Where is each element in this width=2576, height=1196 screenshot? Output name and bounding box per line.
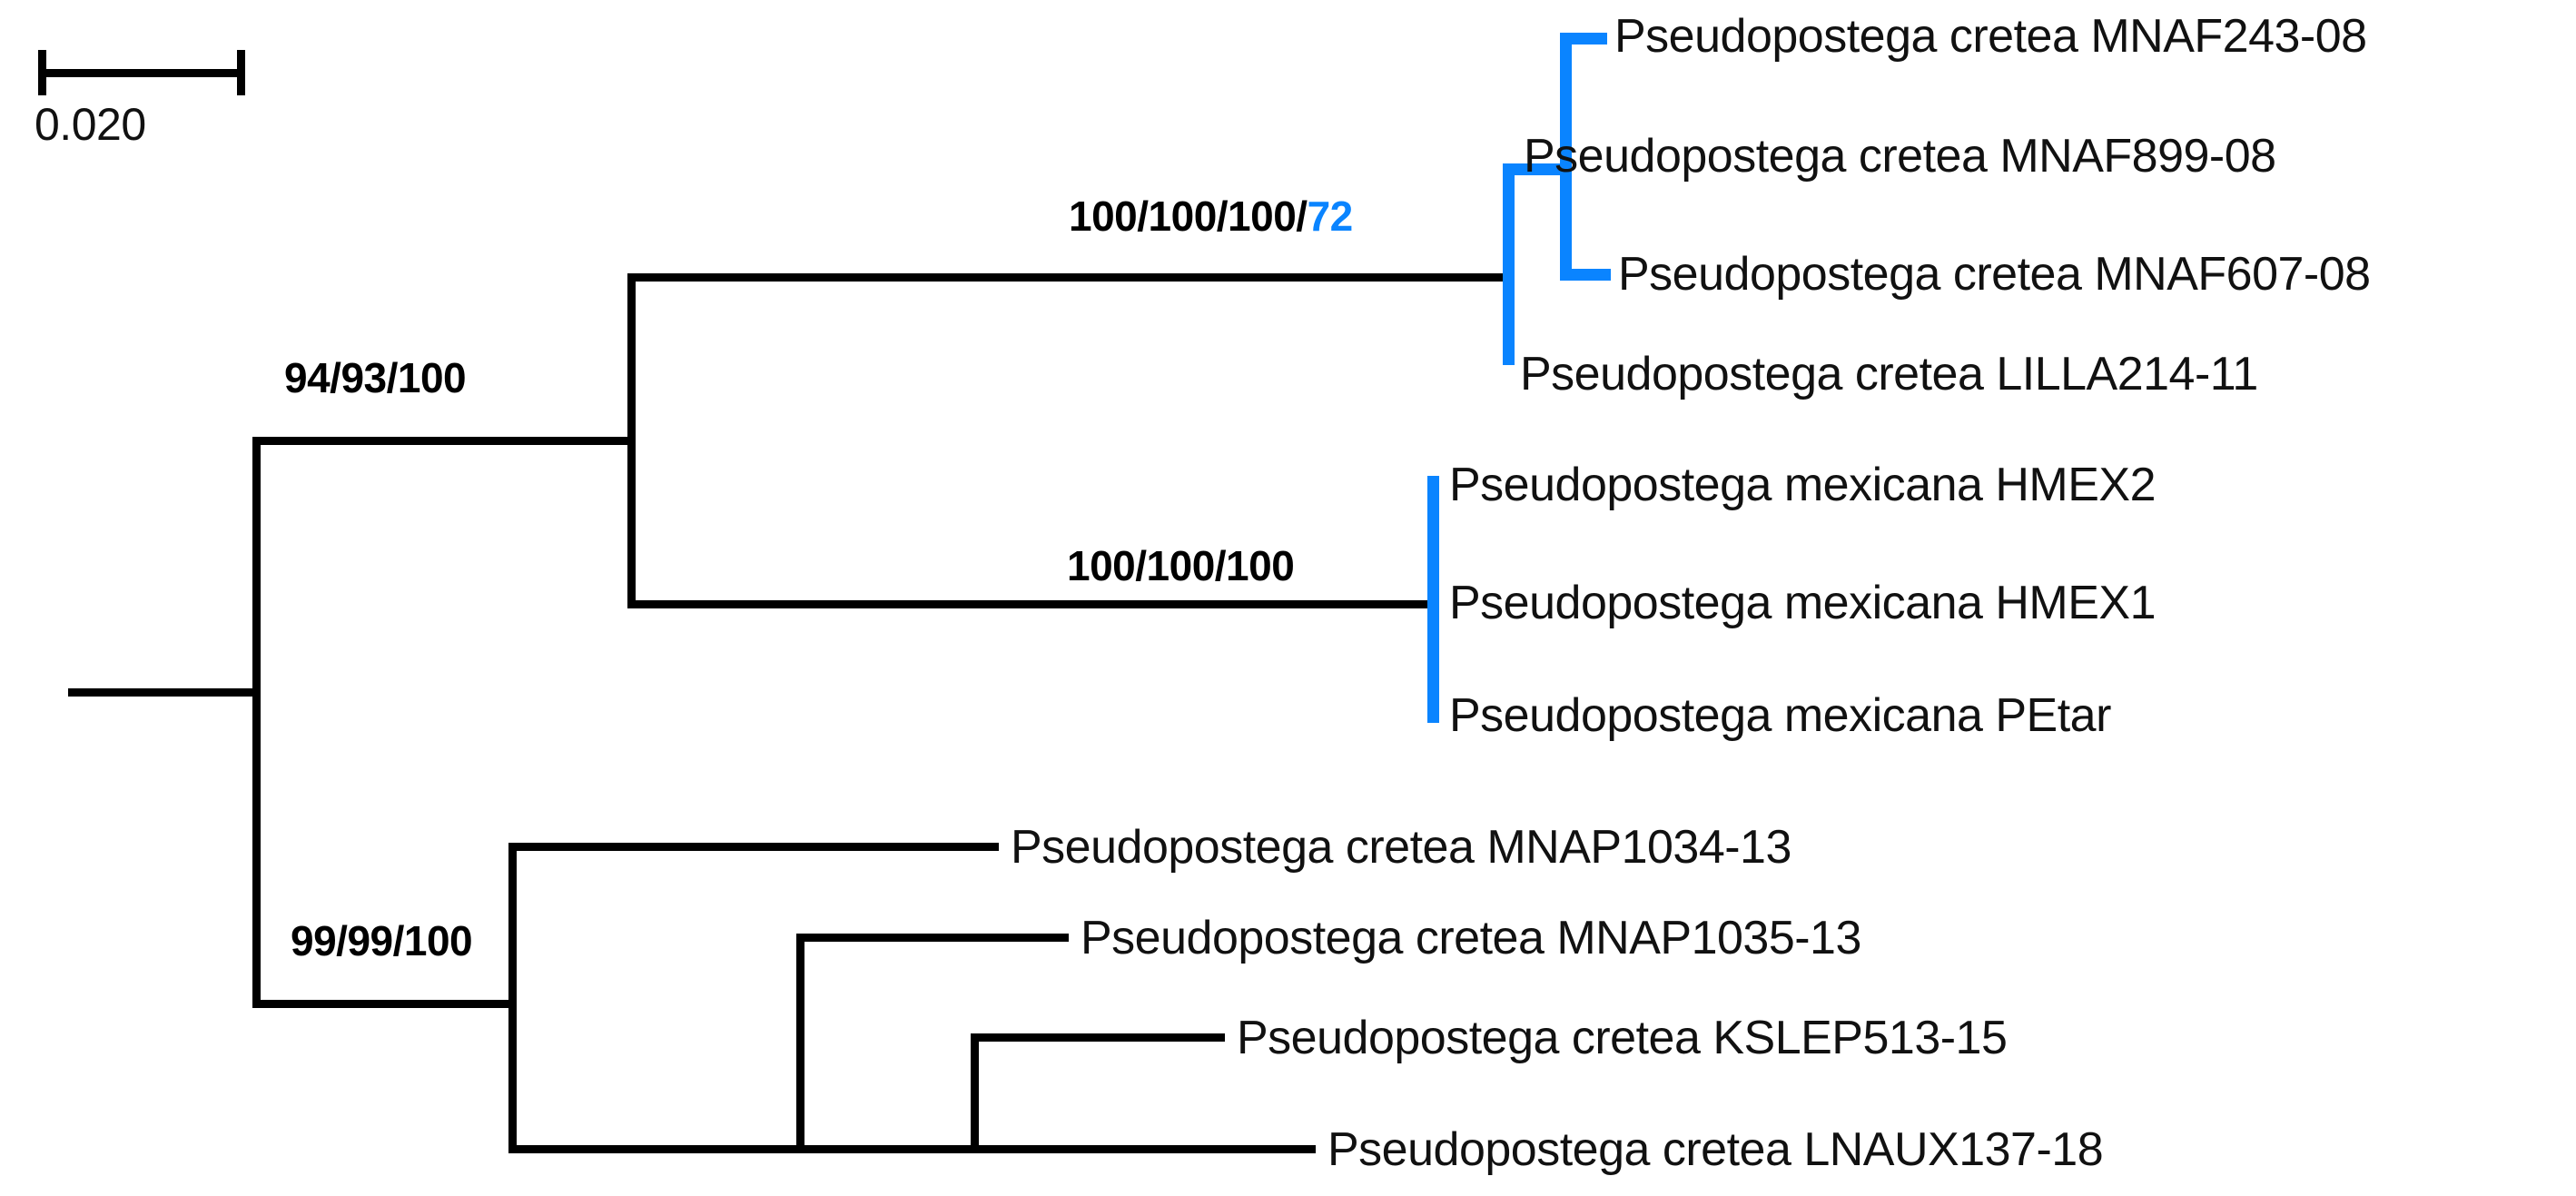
support-text-black: 100/100/100 — [1067, 542, 1295, 589]
tip-label-lilla214: Pseudopostega cretea LILLA214-11 — [1520, 348, 2258, 400]
branch-blue-cretea-inner-vertical — [1560, 33, 1572, 281]
tip-label-hmex1: Pseudopostega mexicana HMEX1 — [1449, 577, 2157, 629]
branch-upper-clade-horizontal — [252, 437, 636, 445]
branch-root-vertical — [252, 440, 261, 1007]
branch-tip-mnap1035 — [796, 934, 1069, 942]
support-text-black: 94/93/100 — [284, 354, 467, 401]
support-text-black: 99/99/100 — [291, 917, 473, 964]
branch-blue-cretea-inner-horizontal — [1503, 163, 1568, 175]
branch-tip-kslep513 — [971, 1033, 1225, 1042]
branch-cretea-clade-horizontal — [627, 273, 1510, 282]
branch-mexicana-clade-horizontal — [627, 600, 1435, 608]
tip-label-mnaf899: Pseudopostega cretea MNAF899-08 — [1524, 130, 2276, 183]
scale-bar-right-cap — [237, 50, 245, 95]
branch-blue-tip-mnaf607 — [1560, 269, 1611, 281]
tip-label-petar: Pseudopostega mexicana PEtar — [1449, 689, 2111, 742]
tip-label-mnap1035: Pseudopostega cretea MNAP1035-13 — [1081, 912, 1861, 964]
branch-lower-inner-horizontal — [508, 1145, 804, 1153]
tip-label-mnaf607: Pseudopostega cretea MNAF607-08 — [1618, 248, 2371, 301]
support-label-upper-clade: 94/93/100 — [284, 354, 467, 401]
branch-tip-lnaux137 — [971, 1145, 1316, 1153]
tip-label-hmex2: Pseudopostega mexicana HMEX2 — [1449, 459, 2157, 511]
tip-label-mnaf243: Pseudopostega cretea MNAF243-08 — [1614, 10, 2367, 63]
scale-bar-line — [38, 69, 245, 77]
tip-label-lnaux137: Pseudopostega cretea LNAUX137-18 — [1327, 1123, 2104, 1176]
scale-bar-left-cap — [38, 50, 46, 95]
scale-bar-label: 0.020 — [35, 99, 146, 150]
branch-lower-deep-vertical — [971, 1037, 979, 1153]
tip-label-mnap1034: Pseudopostega cretea MNAP1034-13 — [1011, 821, 1791, 874]
branch-lower-inner-vertical — [796, 937, 804, 1153]
branch-root-stem — [68, 688, 261, 697]
branch-blue-mexicana-vertical — [1427, 476, 1439, 723]
tip-label-kslep513: Pseudopostega cretea KSLEP513-15 — [1237, 1012, 2008, 1064]
branch-lower-clade-vertical — [508, 846, 517, 1149]
branch-lower-deep-horizontal — [796, 1145, 978, 1153]
support-label-lower-clade: 99/99/100 — [291, 917, 473, 964]
support-text-black: 100/100/100/ — [1069, 193, 1308, 240]
support-label-mexicana-clade: 100/100/100 — [1067, 542, 1295, 589]
branch-blue-cretea-outer-vertical — [1503, 163, 1515, 365]
branch-tip-mnap1034 — [508, 843, 999, 851]
branch-lower-clade-horizontal — [252, 1000, 516, 1008]
branch-upper-clade-vertical — [627, 277, 636, 608]
support-text-blue: 72 — [1307, 193, 1354, 240]
support-label-cretea-clade: 100/100/100/72 — [1069, 195, 1353, 237]
branch-blue-tip-mnaf243 — [1560, 33, 1607, 44]
